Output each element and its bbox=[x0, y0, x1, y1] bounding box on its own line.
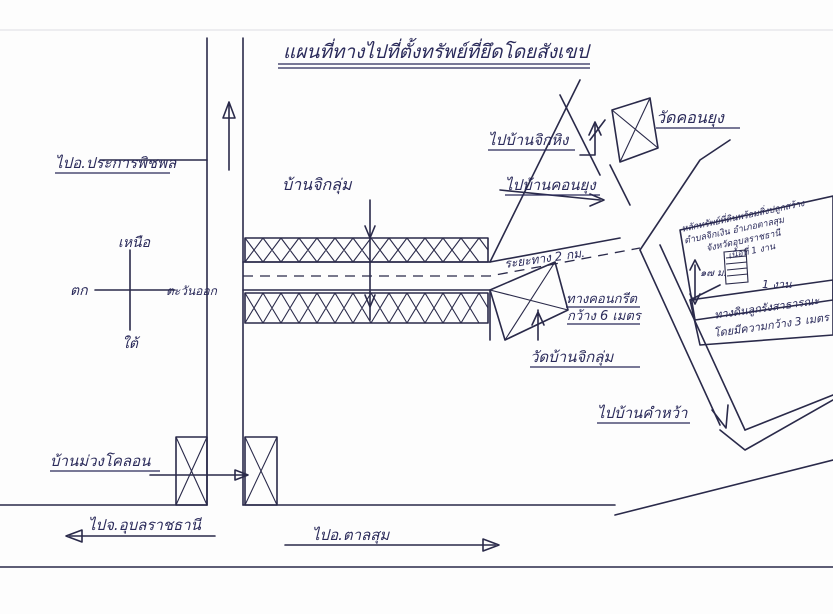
road-kham-wa-right bbox=[659, 244, 746, 431]
to-tansum-arrowhead bbox=[482, 538, 500, 552]
label-to-tansum: ไปอ.ตาลสุม bbox=[312, 526, 390, 544]
to-ubon-arrowhead bbox=[65, 529, 83, 543]
label-wat-khok-nong: วัดคอนยุง bbox=[656, 108, 725, 128]
compass-north: เหนือ bbox=[118, 235, 151, 251]
wat-ban-chik-lum-cross bbox=[489, 261, 569, 341]
compass-east: ตะวันออก bbox=[166, 284, 218, 298]
label-to-chik-ching: ไปบ้านจิกหิง bbox=[488, 131, 570, 149]
houses-bottom-hatch bbox=[244, 292, 489, 324]
compass-south: ใต้ bbox=[122, 335, 141, 352]
wat-ban-chik-lum-pointer bbox=[531, 309, 545, 341]
label-ban-chik-lum: บ้านจิกลุ่ม bbox=[282, 175, 353, 195]
north-road-arrowhead bbox=[222, 101, 236, 119]
road-lower-right bbox=[719, 399, 833, 451]
road-kham-wa-arrowhead bbox=[711, 404, 729, 429]
label-to-khok-nong: ไปบ้านคอนยุง bbox=[505, 176, 597, 194]
village-road-center bbox=[243, 247, 641, 277]
to-chik-ching-arrowhead bbox=[588, 121, 602, 136]
property-dim-arrow bbox=[689, 259, 701, 305]
wat-khok-nong-pointer bbox=[589, 119, 606, 141]
diagonal-road-upper-2 bbox=[609, 164, 631, 206]
to-khok-nong-arrowhead bbox=[589, 193, 605, 207]
to-chik-ching-arrow bbox=[579, 124, 596, 156]
road-kham-wa-left bbox=[639, 249, 721, 426]
label-concrete-width: กว้าง 6 เมตร bbox=[567, 309, 643, 324]
road-lower-right-2 bbox=[614, 459, 833, 516]
houses-top-hatch bbox=[244, 237, 489, 263]
label-concrete-road: ทางคอนกรีต bbox=[566, 291, 637, 307]
label-property-dim: ๑๗ ม. bbox=[700, 268, 727, 279]
label-ban-muang-khon: บ้านม่วงโคลอน bbox=[50, 452, 151, 470]
label-to-ubon: ไปจ.อุบลราชธานี bbox=[88, 516, 202, 534]
diagonal-road-left bbox=[489, 79, 581, 263]
label-property-area: 1 งาน bbox=[762, 278, 792, 291]
ban-muang-khon-cross-2 bbox=[244, 436, 278, 506]
property-parcel bbox=[679, 195, 833, 321]
ban-chik-lum-pointer-head-top bbox=[364, 225, 376, 239]
ban-muang-khon-arrowhead bbox=[234, 469, 249, 481]
compass-labels: เหนือ ใต้ ตก ตะวันออก bbox=[70, 235, 218, 352]
ban-muang-khon-box-2 bbox=[244, 436, 278, 506]
road-right-edge bbox=[744, 394, 833, 431]
dirt-road-box bbox=[689, 279, 833, 346]
ban-muang-khon-cross bbox=[175, 436, 208, 506]
diagonal-road-right bbox=[639, 139, 731, 251]
dirt-road-block: ทางดินลูกรังสาธารณะ โดยมีความกว้าง 3 เมต… bbox=[713, 294, 832, 340]
label-to-prakhon: ไปอ.ประการพิชพล bbox=[55, 154, 177, 172]
wat-khok-nong-cross bbox=[611, 97, 659, 163]
ban-muang-khon-box bbox=[175, 436, 208, 506]
ban-chik-lum-pointer-head-bottom bbox=[364, 294, 376, 308]
compass-west: ตก bbox=[70, 283, 89, 299]
diagonal-road-upper bbox=[559, 94, 601, 176]
label-wat-ban-chik-lum: วัดบ้านจิกลุ่ม bbox=[530, 348, 614, 366]
property-hatch bbox=[723, 249, 749, 285]
label-to-kham-wa: ไปบ้านคำหว้า bbox=[597, 404, 688, 422]
map-title: แผนที่ทางไปที่ตั้งทรัพย์ที่ยึดโดยสังเขป bbox=[283, 37, 592, 63]
